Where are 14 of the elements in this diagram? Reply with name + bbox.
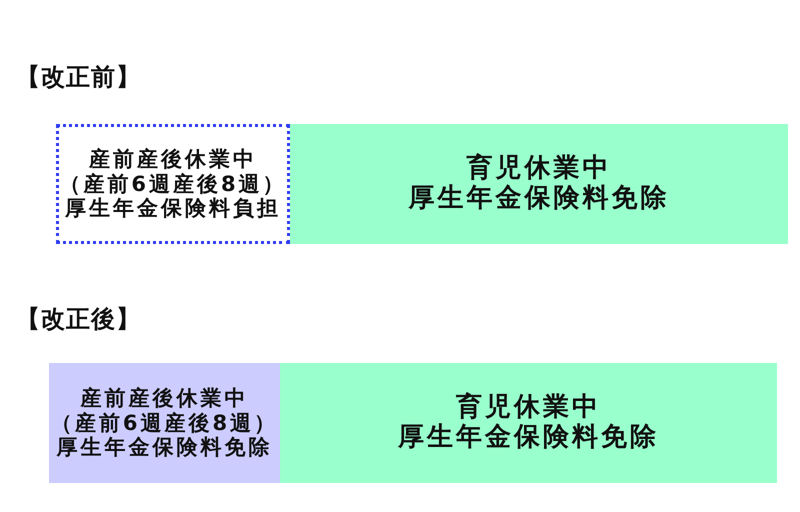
section-heading: 【改正前】 (16, 64, 141, 90)
maternity-leave-box (49, 363, 280, 483)
leave-period-text: 育児休業中 (456, 393, 601, 423)
premium-status-text: 厚生年金保険料免除 (398, 423, 659, 453)
leave-period-text: 育児休業中 (466, 154, 612, 184)
leave-period-text: 産前産後休業中（産前6週産後8週） (50, 386, 280, 436)
childcare-leave-bar (280, 363, 777, 483)
premium-status-text: 厚生年金保険料免除 (56, 435, 272, 460)
premium-status-text: 厚生年金保険料免除 (408, 184, 670, 214)
childcare-leave-bar (290, 124, 788, 244)
section-heading: 【改正後】 (16, 306, 141, 332)
premium-status-text: 厚生年金保険料負担 (65, 196, 281, 222)
maternity-leave-box (56, 124, 290, 244)
leave-period-text: 産前産後休業中（産前6週産後8週） (59, 146, 287, 196)
